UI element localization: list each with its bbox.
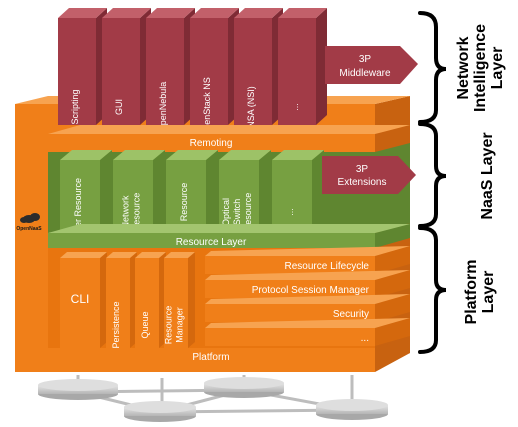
layer-label-network-intelligence: NetworkIntelligenceLayer (455, 24, 506, 112)
remoting-label: Remoting (190, 138, 233, 149)
network-intelligence-modules: Scripting GUI OpenNebula OpenStack NS NSA (N… (58, 8, 327, 137)
module-gui: GUI (102, 8, 151, 125)
platform-vertical-label: Persistence (111, 301, 121, 348)
platform-: ... (205, 318, 410, 346)
resource-label-line1: Network (121, 195, 131, 229)
platform-vertical-label-line1: Resource (164, 306, 174, 345)
middleware-arrow: 3P Middleware (325, 46, 418, 84)
openNaaS-logo: OpenNaaS (16, 213, 42, 232)
resource-label: ... (285, 208, 295, 216)
resource-bod-resource: BoD Resource (166, 150, 218, 241)
module-nsa-nsi: NSA (NSI) (234, 8, 283, 128)
resource-label-line1: Optical (221, 198, 231, 226)
extensions-arrow-line2: Extensions (338, 177, 387, 188)
platform-security: Security (205, 294, 410, 322)
extensions-arrow: 3P Extensions (322, 156, 416, 194)
layer-label-platform: PlatformLayer (463, 260, 497, 325)
module-label: OpenNebula (158, 82, 168, 133)
network-node (38, 379, 118, 400)
logo-text: OpenNaaS (16, 226, 42, 232)
network-graph (38, 375, 388, 422)
platform-vertical-label-line2: Manager (175, 307, 185, 343)
resource-label-line2: Switch (232, 199, 242, 226)
brace-platform (418, 226, 447, 354)
layer-label-naas: NaaS Layer (479, 132, 496, 219)
resource-label: BoD Resource (179, 183, 189, 242)
platform-bar: Platform (48, 338, 410, 363)
module-: ... (278, 8, 327, 125)
module-label: OpenStack NS (202, 77, 212, 137)
platform-label: Platform (192, 352, 229, 363)
platform-cli: CLI (60, 252, 107, 348)
module-label: ... (290, 103, 300, 111)
network-node (124, 401, 196, 422)
network-node (204, 377, 284, 398)
platform-horizontal-label: Resource Lifecycle (285, 261, 370, 272)
platform-horizontal-label: Protocol Session Manager (252, 285, 370, 296)
resource-label-line3: Resource (243, 193, 253, 232)
module-label: GUI (114, 99, 124, 115)
resource-layer-label: Resource Layer (176, 237, 247, 248)
resource-router-resource: Router Resource (60, 150, 112, 246)
module-label: Scripting (70, 89, 80, 124)
network-node (316, 399, 388, 420)
middleware-arrow-line1: 3P (359, 54, 372, 65)
remoting-bar: Remoting (48, 125, 410, 152)
module-scripting: Scripting (58, 8, 107, 125)
platform-protocol-session-manager: Protocol Session Manager (205, 270, 410, 298)
svg-text:NetworkIntelligenceLayer: NetworkIntelligenceLayer (455, 24, 506, 112)
platform-resource-lifecycle: Resource Lifecycle (205, 246, 410, 274)
extensions-arrow-line1: 3P (356, 164, 369, 175)
module-opennebula: OpenNebula (146, 8, 195, 132)
cli-label: CLI (71, 292, 90, 306)
module-label: NSA (NSI) (246, 86, 256, 128)
module-openstack-ns: OpenStack NS (190, 8, 239, 137)
middleware-arrow-line2: Middleware (339, 68, 391, 79)
platform-queue: Queue (135, 252, 166, 348)
resource-label: Router Resource (73, 178, 83, 246)
resource-layer-bar: Resource Layer (48, 223, 410, 248)
svg-text:NaaS Layer: NaaS Layer (479, 132, 496, 219)
brace-network-intelligence (418, 11, 447, 124)
platform-horizontal-label: Security (333, 309, 369, 320)
brace-naas (418, 122, 447, 228)
resource-: ... (272, 150, 324, 232)
platform-horizontal-label: ... (361, 333, 369, 344)
svg-text:PlatformLayer: PlatformLayer (463, 260, 497, 325)
platform-persistence: Persistence (106, 252, 137, 349)
platform-vertical-label: Queue (140, 311, 150, 338)
resource-label-line2: Resource (132, 193, 142, 232)
